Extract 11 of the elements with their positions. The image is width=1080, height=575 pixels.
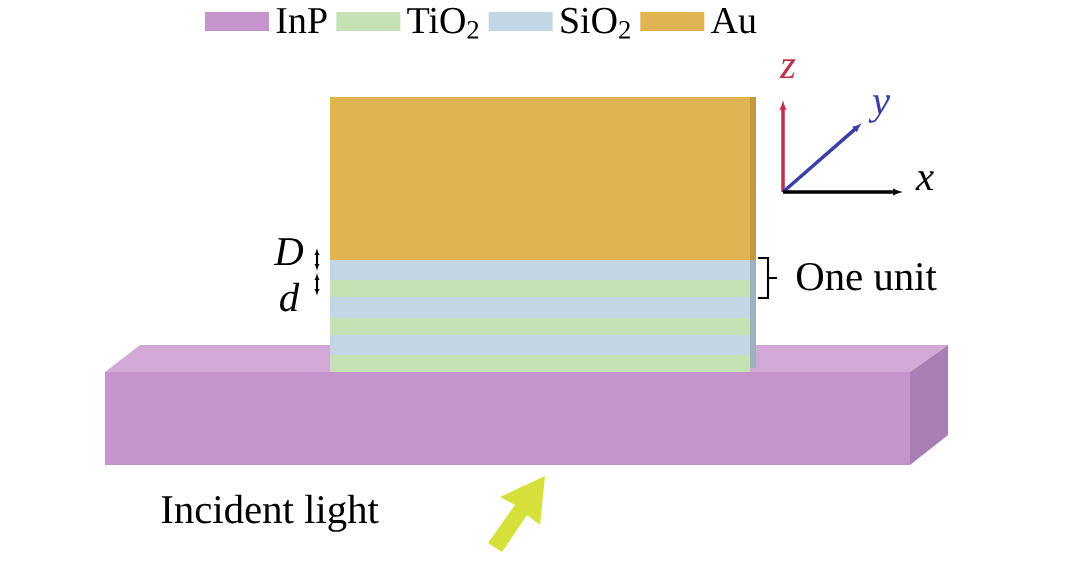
axis-label: x [915,171,934,190]
legend-label: Au [710,7,757,34]
axis-label: z [779,59,796,78]
legend-label: SiO$_{2}$ [561,7,630,39]
thickness-label: d [280,282,300,312]
legend-label: TiO$_{2}$ [407,7,479,39]
thickness-label: D [273,238,304,266]
legend-label: InP [276,8,327,33]
annotation-label: One unit [796,263,937,291]
axis-label: y [868,95,891,123]
caption-label: Incident light [161,494,379,532]
